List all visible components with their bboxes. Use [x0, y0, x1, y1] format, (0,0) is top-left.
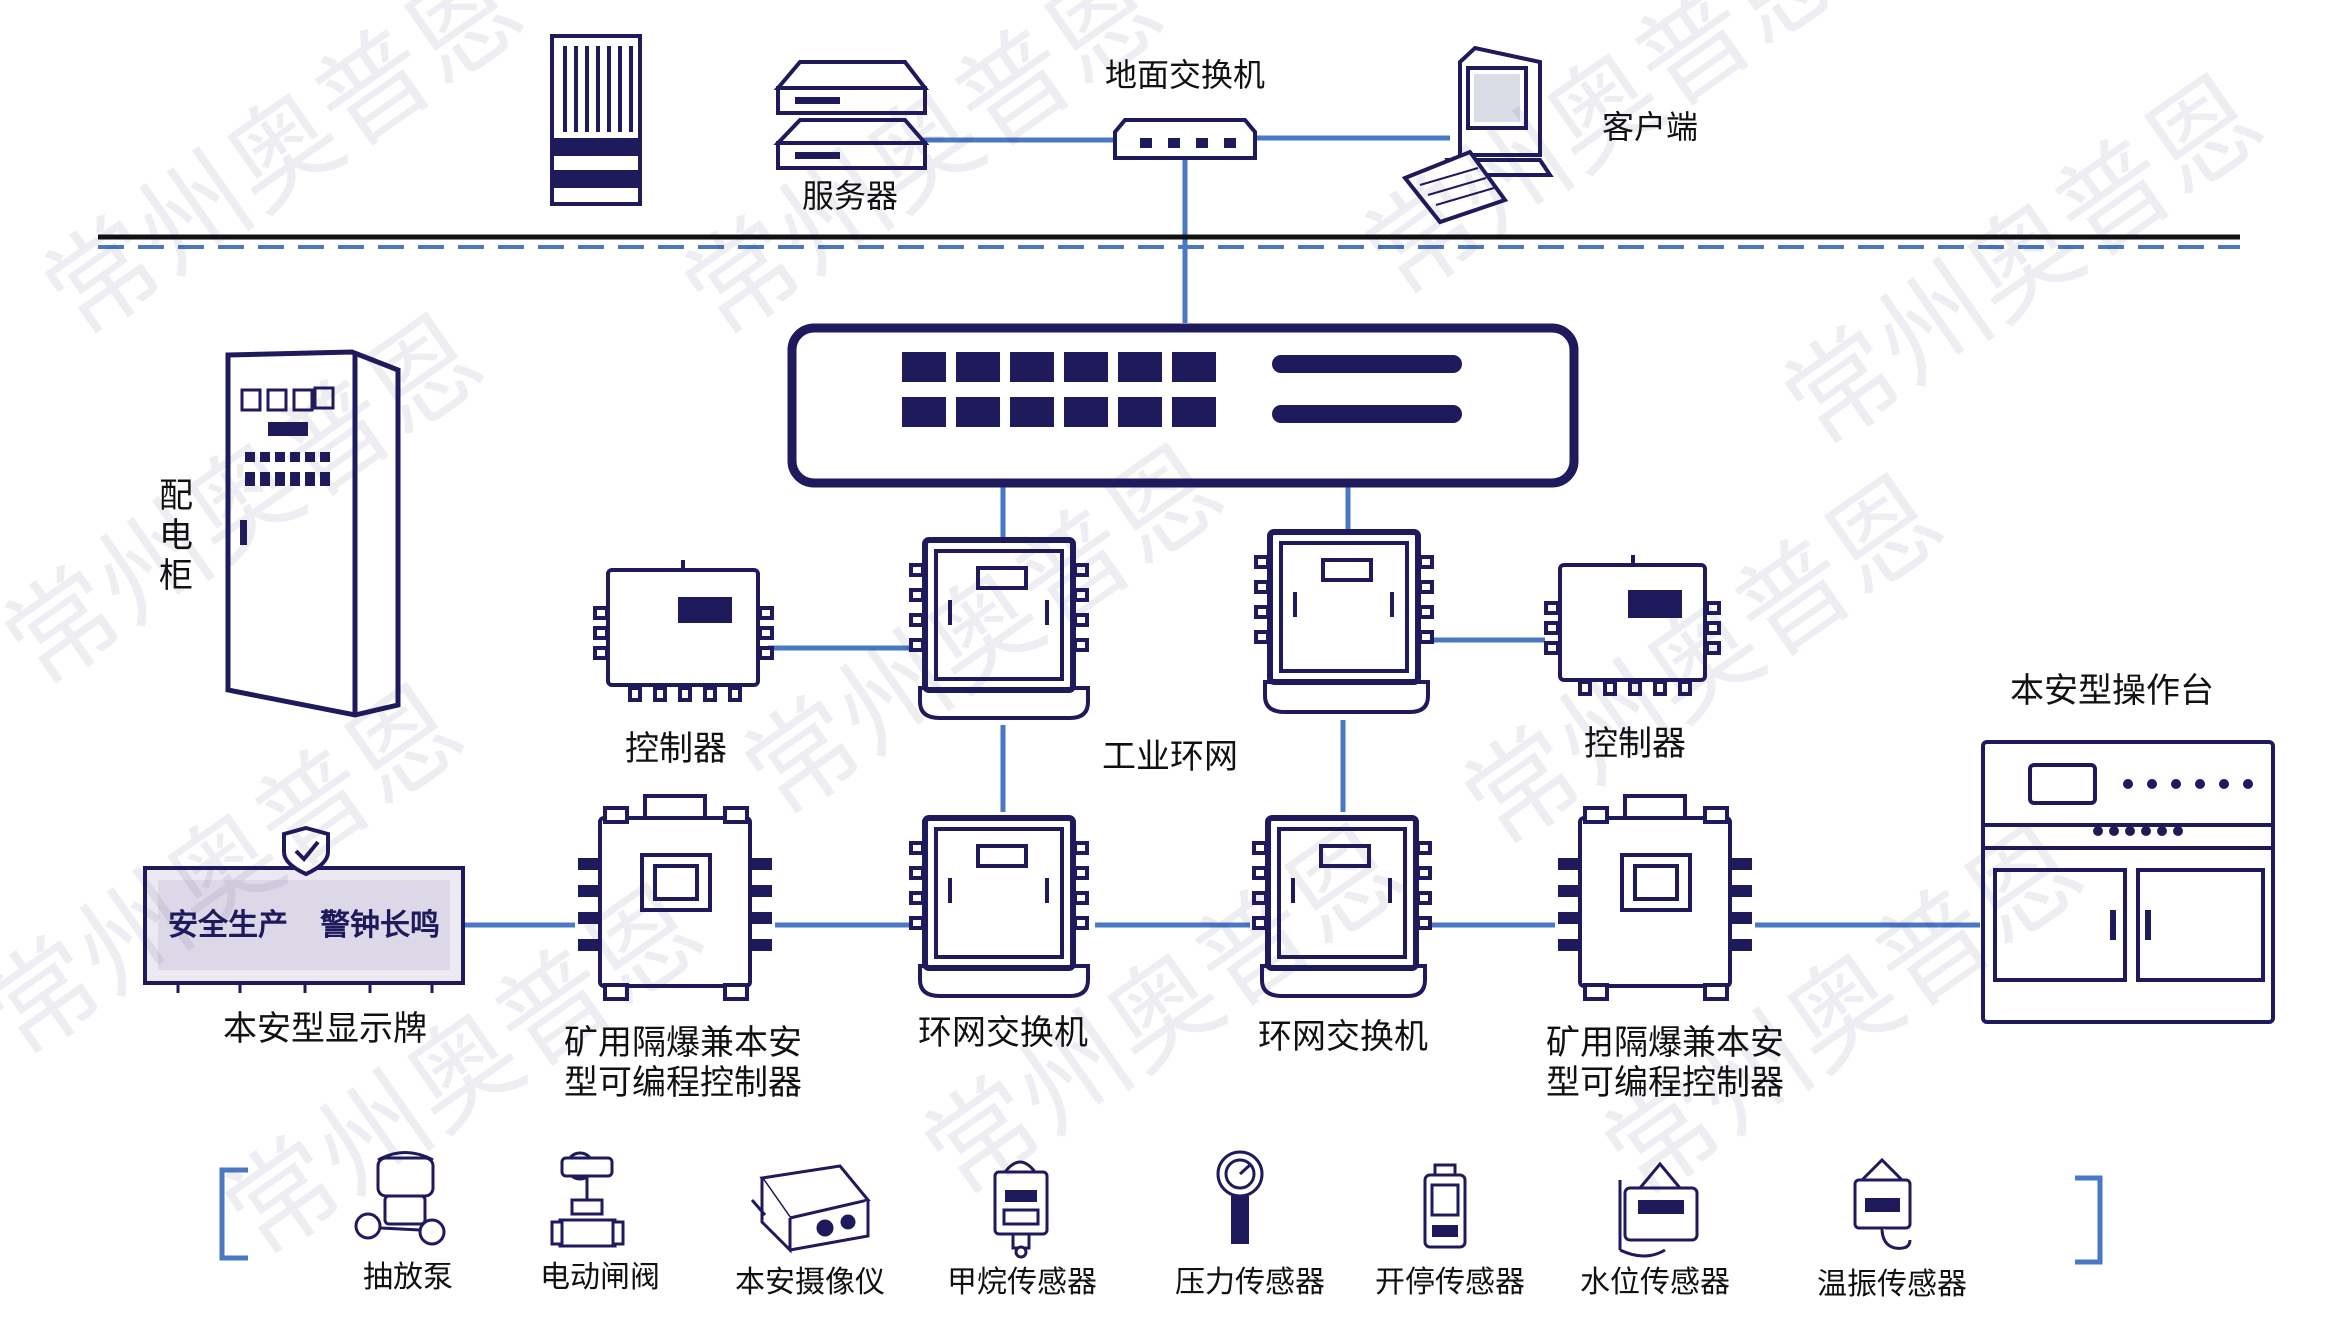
ground-separator	[98, 234, 2240, 249]
server-rack-icon	[550, 34, 642, 206]
plc-right-label-1: 矿用隔爆兼本安	[1546, 1023, 1784, 1063]
watermark: 常州奥普恩	[661, 0, 1185, 361]
sensor-bracket-right	[2075, 1175, 2103, 1265]
display-board-icon	[143, 825, 465, 993]
start-stop-sensor-icon	[1423, 1163, 1467, 1249]
ring-switch-top-right-icon	[1254, 529, 1434, 714]
server-label: 服务器	[802, 177, 898, 215]
client-computer-icon	[1401, 45, 1554, 225]
watermark: 常州奥普恩	[1761, 51, 2285, 471]
display-board-text-1: 安全生产	[168, 908, 288, 943]
plc-left-label-2: 型可编程控制器	[564, 1063, 802, 1103]
electric-gate-valve-icon	[550, 1151, 625, 1248]
controller-left-label: 控制器	[625, 729, 727, 769]
pressure-sensor-icon	[1216, 1150, 1264, 1244]
display-board-label: 本安型显示牌	[223, 1009, 427, 1049]
ring-switch-right-label: 环网交换机	[1258, 1017, 1428, 1057]
watermark: 常州奥普恩	[1341, 0, 1865, 321]
server-icon	[773, 60, 930, 170]
controller-right-icon	[1544, 555, 1721, 696]
ground-switch-icon	[1113, 118, 1257, 160]
sensor-label-water-level: 水位传感器	[1580, 1265, 1730, 1300]
client-label: 客户端	[1602, 108, 1698, 146]
operator-console-icon	[1981, 740, 2275, 1024]
watermark: 常州奥普恩	[21, 0, 545, 361]
ground-switch-label: 地面交换机	[1105, 56, 1265, 94]
display-board-text-2: 警钟长鸣	[320, 908, 440, 943]
sensor-label-camera: 本安摄像仪	[735, 1265, 885, 1300]
water-level-sensor-icon	[1618, 1161, 1699, 1258]
methane-sensor-icon	[993, 1160, 1049, 1259]
sensor-label-start-stop: 开停传感器	[1375, 1265, 1525, 1300]
sensor-label-temp-vibration: 温振传感器	[1817, 1267, 1967, 1302]
sensor-label-pressure: 压力传感器	[1175, 1265, 1325, 1300]
industrial-ring-label: 工业环网	[1102, 737, 1238, 777]
core-switch-icon	[787, 323, 1579, 488]
plc-right-label-2: 型可编程控制器	[1546, 1063, 1784, 1103]
connection-lines	[462, 135, 1980, 928]
sensor-label-methane: 甲烷传感器	[947, 1265, 1097, 1300]
plc-right-icon	[1558, 794, 1752, 1001]
power-cabinet-icon	[225, 349, 401, 718]
power-cabinet-label-1: 配	[159, 476, 193, 516]
controller-right-label: 控制器	[1584, 724, 1686, 764]
core-switch-ports	[902, 352, 1462, 427]
intrinsically-safe-camera-icon	[750, 1164, 871, 1254]
sensor-label-gate-valve: 电动闸阀	[540, 1260, 660, 1295]
power-cabinet-label-3: 柜	[159, 556, 193, 596]
ring-switch-left-label: 环网交换机	[918, 1013, 1088, 1053]
sensor-label-pump: 抽放泵	[363, 1260, 453, 1295]
plc-left-icon	[578, 794, 772, 1001]
ring-switch-bottom-left-icon	[909, 815, 1090, 998]
temperature-vibration-sensor-icon	[1853, 1157, 1912, 1250]
sensor-bracket-left	[219, 1167, 248, 1261]
operator-console-label: 本安型操作台	[2010, 671, 2214, 711]
ring-switch-bottom-right-icon	[1252, 815, 1432, 998]
plc-left-label-1: 矿用隔爆兼本安	[564, 1023, 802, 1063]
controller-left-icon	[593, 560, 774, 702]
pump-icon	[354, 1151, 446, 1246]
power-cabinet-label-2: 电	[159, 516, 193, 556]
ring-switch-top-left-icon	[909, 537, 1090, 720]
